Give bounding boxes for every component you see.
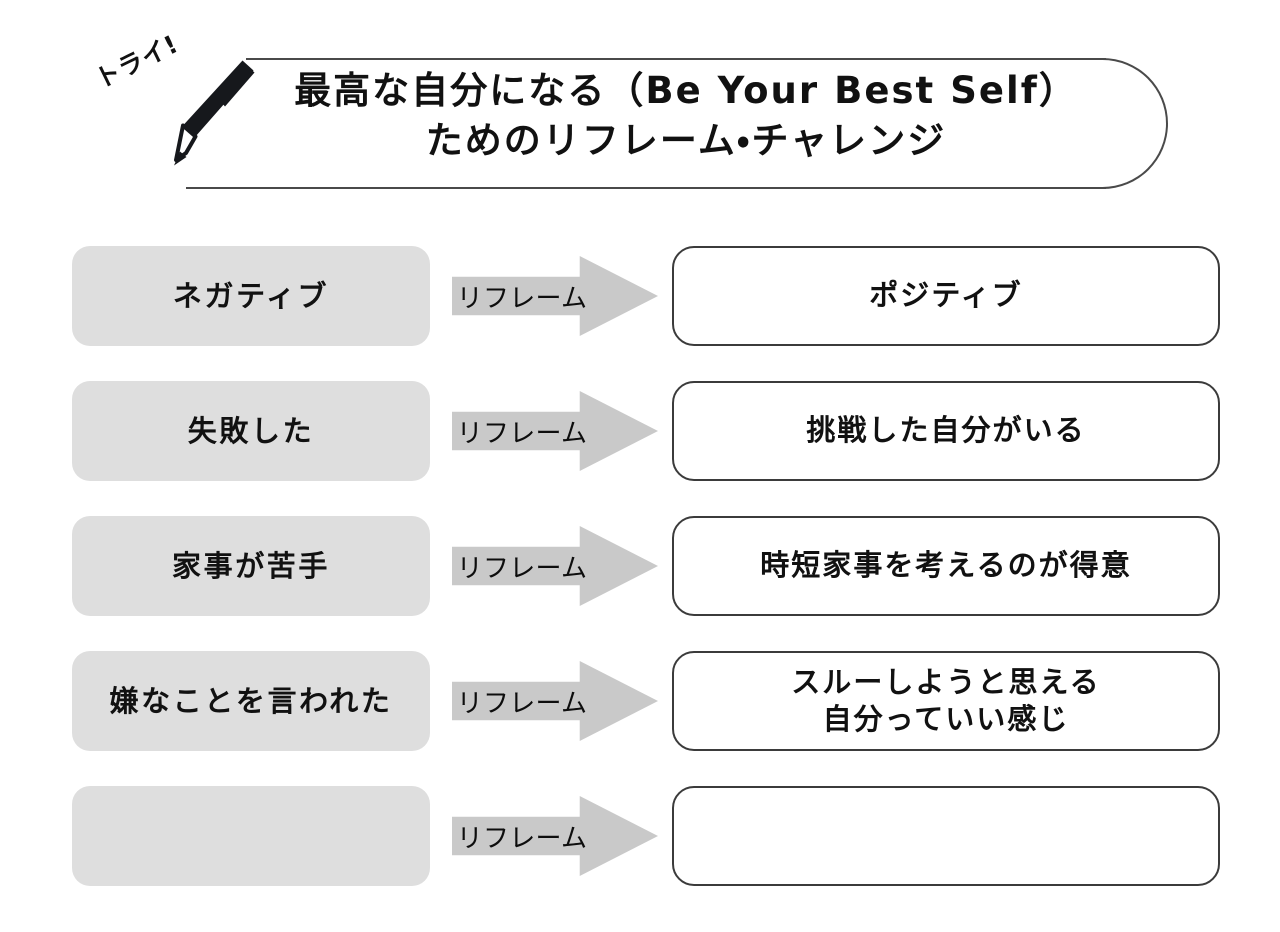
reframe-row: 家事が苦手 リフレーム 時短家事を考えるのが得意 bbox=[0, 516, 1280, 616]
arrow-label: リフレーム bbox=[456, 418, 588, 449]
positive-text-line-1: 挑戦した自分がいる bbox=[806, 413, 1086, 448]
page-title: 最高な自分になる（Be Your Best Self） ためのリフレーム・チャレ… bbox=[246, 66, 1126, 167]
positive-text-line-1: 時短家事を考えるのが得意 bbox=[760, 548, 1132, 583]
positive-text: 挑戦した自分がいる bbox=[806, 412, 1085, 449]
reframe-arrow: リフレーム bbox=[452, 256, 658, 336]
negative-box[interactable]: ネガティブ bbox=[72, 246, 430, 346]
reframe-row: 失敗した リフレーム 挑戦した自分がいる bbox=[0, 381, 1280, 481]
reframe-rows: ネガティブ リフレーム ポジティブ 失敗した リフレーム bbox=[0, 246, 1280, 886]
negative-box[interactable]: 家事が苦手 bbox=[72, 516, 430, 616]
reframe-row: 嫌なことを言われた リフレーム スルーしようと思える 自分っていい感じ bbox=[0, 651, 1280, 751]
positive-text: ポジティブ bbox=[869, 277, 1022, 314]
banner-bottom-edge bbox=[186, 187, 1106, 189]
reframe-row-blank: リフレーム bbox=[0, 786, 1280, 886]
arrow-label: リフレーム bbox=[456, 823, 588, 854]
positive-box[interactable]: 時短家事を考えるのが得意 bbox=[672, 516, 1220, 616]
reframe-arrow: リフレーム bbox=[452, 661, 658, 741]
negative-text: 失敗した bbox=[187, 413, 315, 448]
title-banner bbox=[150, 58, 1168, 189]
banner-right-cap bbox=[1048, 58, 1168, 189]
negative-text: 嫌なことを言われた bbox=[109, 683, 393, 718]
worksheet-header: 最高な自分になる（Be Your Best Self） ためのリフレーム・チャレ… bbox=[0, 0, 1280, 230]
negative-box[interactable]: 失敗した bbox=[72, 381, 430, 481]
positive-box[interactable]: スルーしようと思える 自分っていい感じ bbox=[672, 651, 1220, 751]
positive-text: スルーしようと思える 自分っていい感じ bbox=[791, 664, 1100, 738]
negative-text: ネガティブ bbox=[172, 278, 330, 313]
arrow-label: リフレーム bbox=[456, 283, 588, 314]
arrow-label: リフレーム bbox=[456, 688, 588, 719]
positive-box[interactable]: 挑戦した自分がいる bbox=[672, 381, 1220, 481]
pen-icon bbox=[174, 60, 255, 166]
positive-text-line-1: スルーしようと思える bbox=[791, 664, 1101, 699]
negative-box[interactable] bbox=[72, 786, 430, 886]
positive-box[interactable]: ポジティブ bbox=[672, 246, 1220, 346]
page-title-line-2: ためのリフレーム・チャレンジ bbox=[425, 119, 947, 163]
banner-top-edge bbox=[246, 58, 1106, 60]
positive-text: 時短家事を考えるのが得意 bbox=[760, 547, 1132, 584]
positive-text-line-1: ポジティブ bbox=[869, 278, 1023, 313]
reframe-row: ネガティブ リフレーム ポジティブ bbox=[0, 246, 1280, 346]
positive-text-line-2: 自分っていい感じ bbox=[822, 702, 1070, 736]
positive-box[interactable] bbox=[672, 786, 1220, 886]
negative-text: 家事が苦手 bbox=[171, 548, 331, 583]
negative-box[interactable]: 嫌なことを言われた bbox=[72, 651, 430, 751]
arrow-label: リフレーム bbox=[456, 553, 588, 584]
reframe-arrow: リフレーム bbox=[452, 391, 658, 471]
reframe-arrow: リフレーム bbox=[452, 796, 658, 876]
page-title-line-1: 最高な自分になる（Be Your Best Self） bbox=[294, 69, 1078, 112]
reframe-arrow: リフレーム bbox=[452, 526, 658, 606]
